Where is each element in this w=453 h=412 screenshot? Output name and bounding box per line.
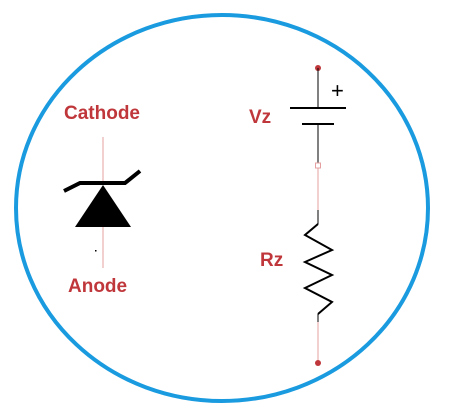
stray-dot bbox=[95, 250, 97, 252]
zener-triangle bbox=[75, 185, 131, 227]
wire-junction-mark bbox=[315, 162, 321, 169]
border-ellipse bbox=[14, 13, 430, 403]
circuit: + bbox=[290, 65, 346, 366]
battery-icon bbox=[290, 107, 346, 125]
zener-diode-icon bbox=[63, 137, 142, 268]
resistor-icon bbox=[302, 223, 335, 315]
zener-bar bbox=[63, 169, 142, 193]
bottom-terminal bbox=[315, 360, 321, 366]
vz-label: Vz bbox=[249, 107, 271, 128]
rz-label: Rz bbox=[260, 250, 283, 271]
cathode-label: Cathode bbox=[64, 103, 140, 124]
plus-sign: + bbox=[331, 78, 344, 103]
anode-label: Anode bbox=[68, 276, 127, 297]
